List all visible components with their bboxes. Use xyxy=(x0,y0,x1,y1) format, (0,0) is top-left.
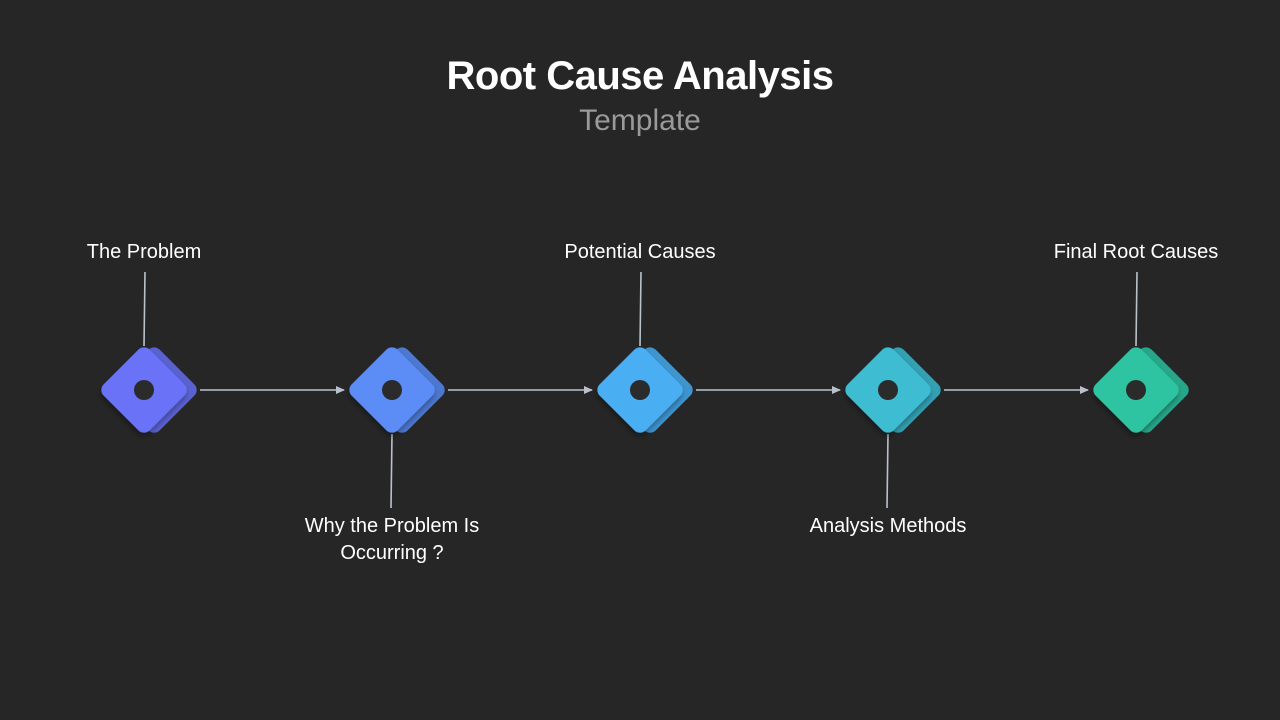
step-label-3: Potential Causes xyxy=(564,241,716,263)
step-label-4: Analysis Methods xyxy=(809,515,967,537)
node-center-dot xyxy=(630,380,650,400)
step-node-1 xyxy=(101,347,197,433)
node-center-dot xyxy=(1126,380,1146,400)
callout-line-1 xyxy=(143,271,146,347)
callout-line-3 xyxy=(639,271,642,347)
page-subtitle: Template xyxy=(579,104,701,137)
step-label-1: The Problem xyxy=(86,241,202,263)
step-label-2: Why the Problem Is Occurring ? xyxy=(304,515,480,564)
step-node-4 xyxy=(845,347,941,433)
node-center-dot xyxy=(878,380,898,400)
callout-line-4 xyxy=(886,433,889,509)
page-title: Root Cause Analysis xyxy=(446,54,834,98)
step-node-2 xyxy=(349,347,445,433)
callout-line-5 xyxy=(1135,271,1138,347)
node-center-dot xyxy=(134,380,154,400)
step-node-5 xyxy=(1093,347,1189,433)
step-label-5: Final Root Causes xyxy=(1053,241,1219,263)
node-center-dot xyxy=(382,380,402,400)
step-node-3 xyxy=(597,347,693,433)
callout-line-2 xyxy=(390,433,393,509)
